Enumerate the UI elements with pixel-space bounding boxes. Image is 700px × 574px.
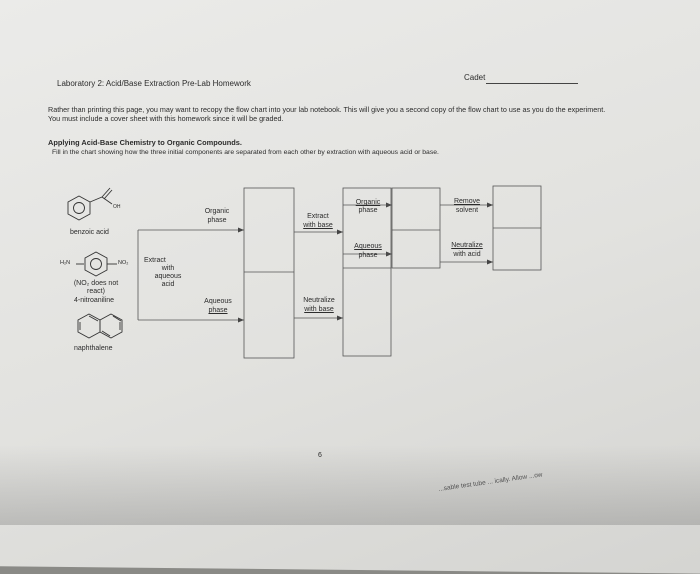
neutralize-acid-label-2: with acid bbox=[453, 251, 481, 258]
organic-phase2-label-2: phase bbox=[358, 207, 378, 214]
benzoic-acid-label: benzoic acid bbox=[70, 229, 109, 236]
aqueous-phase2-label-2: phase bbox=[358, 252, 378, 259]
aqueous-phase-label-2: phase bbox=[208, 307, 228, 314]
nitroaniline-label: 4-nitroaniline bbox=[74, 297, 115, 304]
answer-box-1 bbox=[243, 187, 295, 359]
neutralize-base-label-2: with base bbox=[304, 306, 334, 313]
naphthalene-structure bbox=[77, 313, 123, 339]
flow-chart-graphics bbox=[67, 185, 542, 359]
benzoic-acid-structure bbox=[67, 187, 113, 221]
step1-label-4: acid bbox=[161, 281, 175, 288]
step1-label-2: with bbox=[161, 265, 175, 272]
answer-box-3 bbox=[391, 187, 441, 269]
nitro-note-line1: (NO₂ does not bbox=[73, 280, 119, 287]
remove-solvent-label-2: solvent bbox=[455, 207, 479, 214]
oh-group-label: OH bbox=[113, 204, 121, 210]
aqueous-phase-label-1: Aqueous bbox=[204, 298, 232, 305]
step1-label-3: aqueous bbox=[154, 273, 182, 280]
aqueous-phase2-label-1: Aqueous bbox=[354, 243, 382, 250]
cadet-name-blank bbox=[486, 83, 578, 84]
intro-paragraph: Rather than printing this page, you may … bbox=[48, 105, 606, 124]
organic-phase2-label-1: Organic bbox=[355, 199, 381, 206]
answer-box-2 bbox=[342, 187, 392, 357]
organic-phase-label-2: phase bbox=[207, 217, 227, 224]
organic-phase-label-1: Organic bbox=[204, 208, 230, 215]
extract-base-label-1: Extract bbox=[307, 213, 329, 220]
neutralize-base-label-1: Neutralize bbox=[303, 297, 335, 304]
cadet-label: Cadet bbox=[464, 73, 486, 82]
section-heading: Applying Acid-Base Chemistry to Organic … bbox=[48, 138, 242, 147]
extract-base-label-2: with base bbox=[303, 222, 333, 229]
nitro-group-label: NO₂ bbox=[118, 260, 129, 266]
naphthalene-label: naphthalene bbox=[74, 345, 113, 352]
page-title: Laboratory 2: Acid/Base Extraction Pre-L… bbox=[57, 79, 251, 88]
nitroaniline-structure bbox=[76, 251, 117, 277]
neutralize-acid-label-1: Neutralize bbox=[451, 242, 483, 249]
section-instruction: Fill in the chart showing how the three … bbox=[52, 149, 439, 156]
remove-solvent-label-1: Remove bbox=[453, 198, 481, 205]
step1-label-1: Extract bbox=[144, 257, 166, 264]
page-number: 6 bbox=[318, 452, 322, 459]
amine-group-label: H₂N bbox=[60, 260, 71, 266]
nitro-note-line2: react) bbox=[87, 288, 105, 295]
